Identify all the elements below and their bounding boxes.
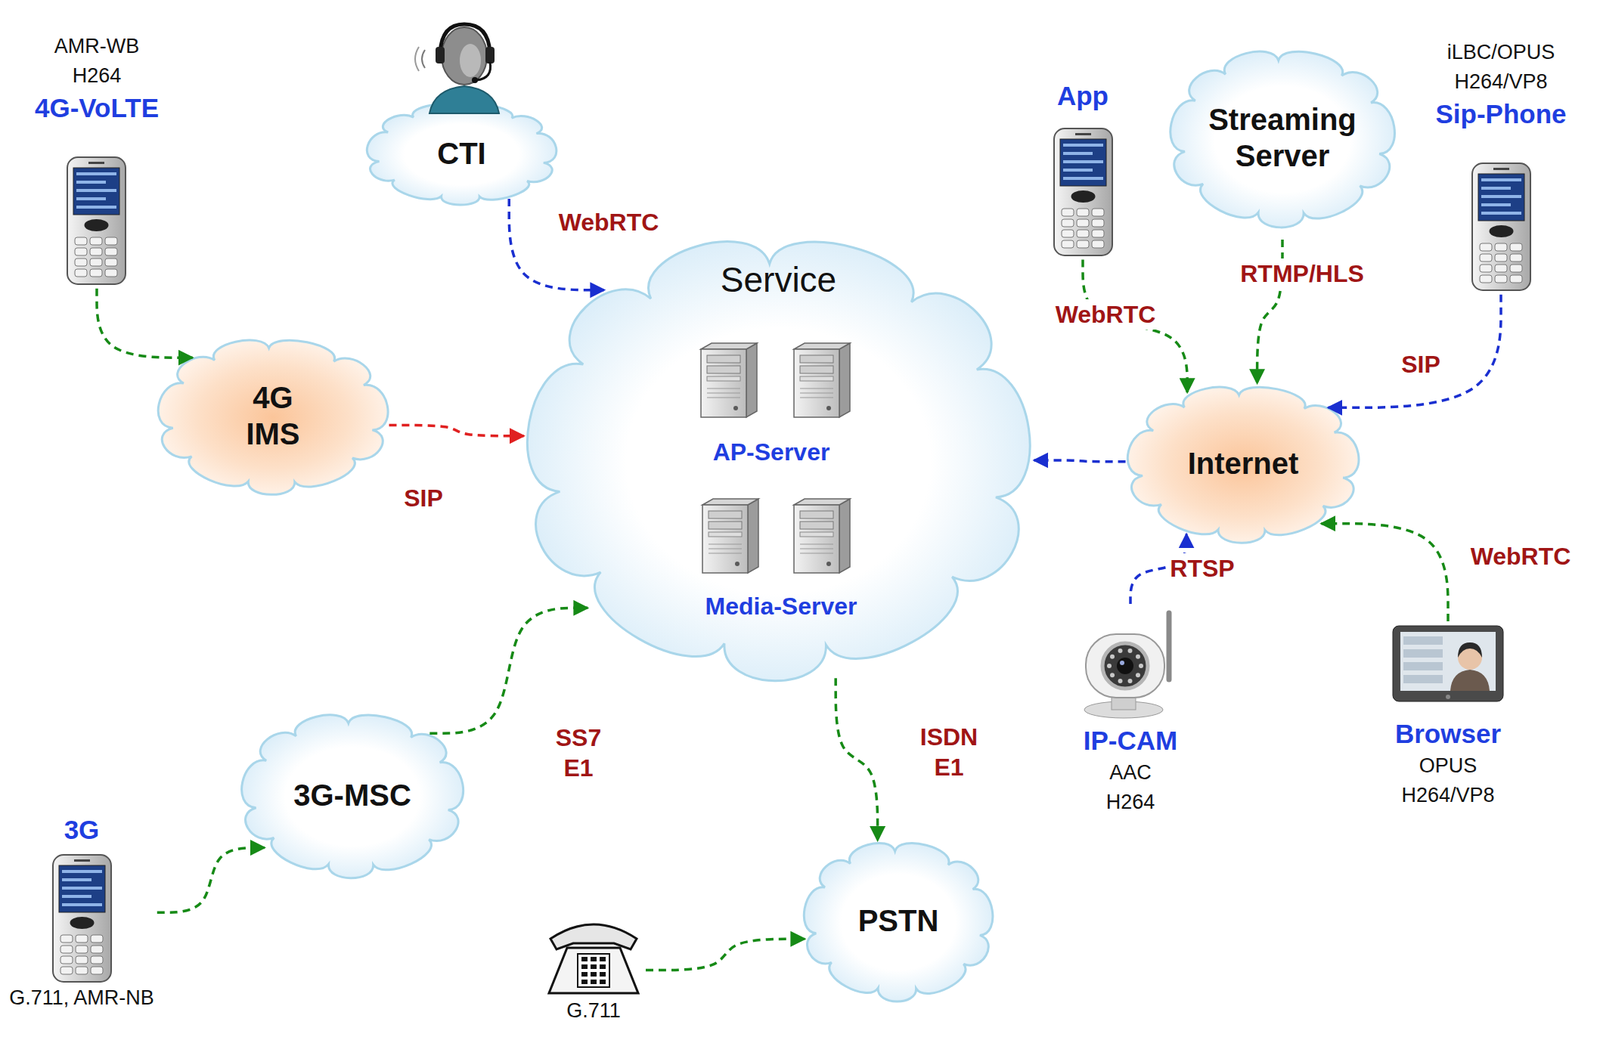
- device-node: 3G G.711, AMR-NB: [9, 812, 155, 1014]
- dashed-connector: [645, 939, 805, 971]
- telephone-icon: [544, 914, 643, 997]
- cloud-shape: [145, 328, 400, 503]
- network-cloud: 3G-MSC: [229, 703, 475, 887]
- network-cloud: 4G IMS: [145, 328, 400, 503]
- dashed-connector: [157, 848, 265, 914]
- server-icon: [702, 499, 759, 574]
- protocol-label: SIP: [1398, 349, 1444, 380]
- codec-label: G.711, AMR-NB: [9, 983, 155, 1014]
- device-node: IP-CAMAACH264: [1073, 607, 1188, 818]
- camera-icon: [1073, 607, 1188, 721]
- codec-label: AAC: [1109, 758, 1152, 788]
- codec-label: H264: [72, 61, 122, 91]
- cloud-label: 4G IMS: [245, 379, 300, 453]
- protocol-label: WebRTC: [1467, 541, 1575, 572]
- device-node: AMR-WBH2644G-VoLTE: [34, 31, 159, 286]
- device-name: Sip-Phone: [1435, 96, 1566, 132]
- protocol-label: ISDN E1: [917, 722, 981, 783]
- dashed-connector: [1320, 524, 1449, 622]
- cloud-shape: [1158, 38, 1407, 237]
- phone-icon: [51, 853, 113, 984]
- device-name: Browser: [1395, 716, 1501, 752]
- network-cloud: PSTN: [793, 831, 1003, 1011]
- network-cloud: Streaming Server: [1158, 38, 1407, 237]
- server-label: Media-Server: [705, 592, 858, 621]
- phone-icon: [1470, 161, 1532, 292]
- server-icon: [793, 499, 850, 574]
- device-name: App: [1057, 78, 1109, 114]
- cloud-label: Streaming Server: [1208, 101, 1357, 174]
- tablet-icon: [1391, 624, 1505, 707]
- device-node: App: [1052, 78, 1114, 258]
- codec-label: iLBC/OPUS: [1447, 37, 1556, 68]
- dashed-connector: [1034, 460, 1126, 463]
- network-cloud: CTI: [356, 96, 567, 211]
- protocol-label: WebRTC: [555, 207, 663, 238]
- device-name: IP-CAM: [1083, 723, 1178, 759]
- device-node: BrowserOPUSH264/VP8: [1391, 624, 1505, 811]
- codec-label: G.711: [566, 996, 621, 1027]
- dashed-connector: [835, 678, 878, 841]
- device-name: 3G: [64, 812, 100, 848]
- dashed-connector: [1328, 294, 1501, 409]
- server-label: AP-Server: [713, 438, 831, 467]
- protocol-label: RTMP/HLS: [1237, 258, 1368, 289]
- device-node: G.711: [544, 914, 643, 1027]
- phone-icon: [1052, 127, 1114, 258]
- protocol-label: SS7 E1: [552, 722, 605, 784]
- dashed-connector: [96, 288, 193, 358]
- device-node: iLBC/OPUSH264/VP8Sip-Phone: [1435, 37, 1566, 292]
- codec-label: H264/VP8: [1454, 67, 1548, 97]
- server-icon: [793, 343, 850, 418]
- cloud-label: PSTN: [858, 902, 940, 940]
- device-name: 4G-VoLTE: [34, 90, 159, 126]
- codec-label: AMR-WB: [54, 31, 140, 62]
- cloud-label: 3G-MSC: [293, 777, 412, 814]
- codec-label: H264/VP8: [1401, 781, 1495, 811]
- protocol-label: WebRTC: [1052, 299, 1160, 330]
- agent-icon: [415, 24, 500, 114]
- codec-label: OPUS: [1419, 751, 1478, 782]
- dashed-connector: [388, 424, 524, 436]
- protocol-label: RTSP: [1166, 553, 1238, 584]
- phone-icon: [65, 155, 128, 286]
- codec-label: H264: [1106, 787, 1156, 818]
- dashed-connector: [429, 607, 588, 734]
- server-icon: [700, 343, 757, 418]
- cloud-label: Service: [720, 259, 837, 301]
- protocol-label: SIP: [400, 483, 447, 514]
- cloud-label: CTI: [437, 135, 486, 172]
- cloud-label: Internet: [1187, 445, 1300, 482]
